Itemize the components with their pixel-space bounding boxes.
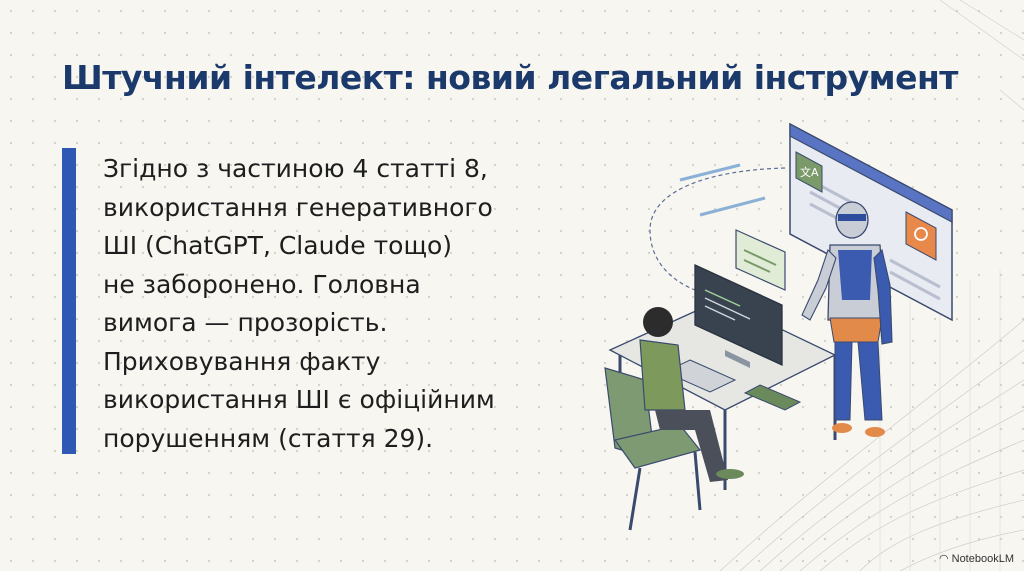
notebooklm-branding: ◠ NotebookLM [939,552,1014,566]
robot [801,201,893,437]
lightbulb-icon [905,211,937,261]
svg-text:文A: 文A [800,165,819,179]
ai-illustration: 文A [604,122,953,531]
slide-body-text: Згідно з частиною 4 статті 8, використан… [103,154,495,453]
chat-bubble-icon [735,229,786,291]
notebooklm-icon: ◠ [939,553,949,565]
accent-bar [62,148,76,454]
monitor [694,263,783,368]
translate-icon: 文A [795,151,823,193]
slide-title: Штучний інтелект: новий легальний інстру… [62,58,958,97]
brand-label: NotebookLM [951,552,1014,565]
chair [604,367,702,531]
person-at-computer [639,307,744,482]
